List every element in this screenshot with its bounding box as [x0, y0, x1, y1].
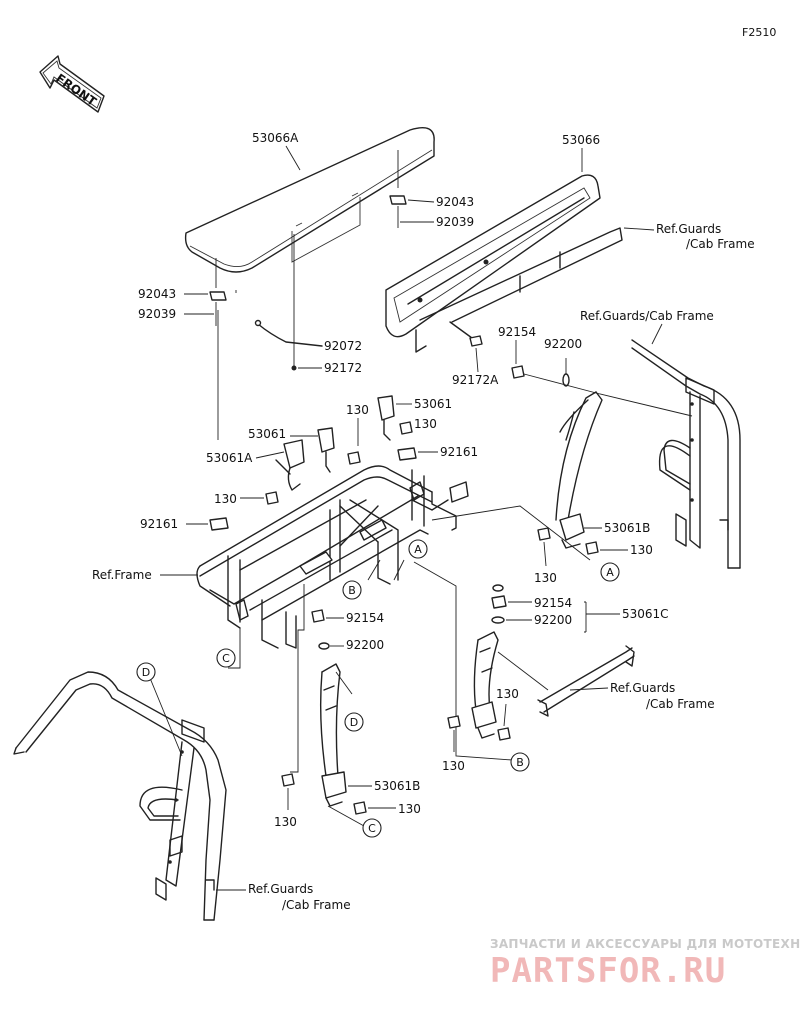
svg-text:D: D: [350, 716, 358, 729]
label-ref-guards-4a: Ref.Guards: [248, 882, 313, 896]
label-53061a: 53061A: [206, 451, 253, 465]
bench-backrest-53066: [385, 174, 623, 353]
bolt-130-left-1: [281, 773, 295, 787]
bolt-92043-right: [389, 150, 407, 228]
label-53066a: 53066A: [252, 131, 299, 145]
label-92172a: 92172A: [452, 373, 499, 387]
figure-code: F2510: [742, 26, 776, 39]
bolt-130-right-1: [537, 527, 551, 541]
ref-frame-seat-base: [196, 465, 469, 649]
callout-d-left: D: [136, 662, 156, 682]
label-92154-mid: 92154: [346, 611, 384, 625]
bolt-130-right-2: [585, 541, 599, 555]
seat-belt-53061c: [471, 631, 499, 739]
bolt-130-left: [265, 491, 279, 505]
label-ref-guards-3b: /Cab Frame: [646, 697, 715, 711]
label-ref-guards-2: Ref.Guards/Cab Frame: [580, 309, 714, 323]
grommet-92161-left: [209, 310, 229, 531]
callout-c-lower: C: [362, 818, 382, 838]
label-130-c2: 130: [442, 759, 465, 773]
label-53061c: 53061C: [622, 607, 669, 621]
bench-cushion-53066a: [184, 127, 435, 293]
buckle-53061: [317, 427, 361, 473]
washer-92200-c: [491, 616, 505, 624]
label-92039-left: 92039: [138, 307, 176, 321]
washer-92200-mid: [318, 642, 330, 650]
label-92043-right: 92043: [436, 195, 474, 209]
nut-92154-c: [491, 584, 507, 609]
cable-92072: [254, 234, 323, 371]
label-92154-top: 92154: [498, 325, 536, 339]
label-ref-guards-4b: /Cab Frame: [282, 898, 351, 912]
label-ref-guards-1b: /Cab Frame: [686, 237, 755, 251]
nut-92154-mid: [311, 609, 325, 623]
seat-belt-retractor-53061b-right: [555, 391, 603, 549]
bolt-130-c1: [497, 727, 511, 741]
svg-text:A: A: [414, 543, 422, 556]
svg-text:A: A: [606, 566, 614, 579]
callout-a-upper: A: [408, 539, 428, 559]
grommet-92161-right: [397, 447, 417, 461]
label-92043-left: 92043: [138, 287, 176, 301]
callout-b-lower: B: [510, 752, 530, 772]
label-130-c1: 130: [496, 687, 519, 701]
buckle-53061-top: [377, 395, 395, 441]
label-92200-mid: 92200: [346, 638, 384, 652]
label-92072: 92072: [324, 339, 362, 353]
label-ref-frame: Ref.Frame: [92, 568, 152, 582]
label-ref-guards-1a: Ref.Guards: [656, 222, 721, 236]
svg-text:C: C: [368, 822, 376, 835]
label-130-right-2: 130: [630, 543, 653, 557]
callout-b-upper: B: [342, 580, 362, 600]
callout-d-mid: D: [344, 712, 364, 732]
bolt-130-left-2: [353, 801, 367, 815]
label-92172: 92172: [324, 361, 362, 375]
bolt-92043-left: [209, 258, 227, 326]
svg-text:B: B: [348, 584, 356, 597]
label-92161-left: 92161: [140, 517, 178, 531]
ref-guards-cab-frame-left: [13, 671, 227, 921]
label-ref-guards-3a: Ref.Guards: [610, 681, 675, 695]
label-53061b-left: 53061B: [374, 779, 420, 793]
svg-text:C: C: [222, 652, 230, 665]
svg-text:D: D: [142, 666, 150, 679]
buckle-53061a: [275, 439, 305, 491]
label-130-left: 130: [214, 492, 237, 506]
label-53066: 53066: [562, 133, 600, 147]
label-92200-c: 92200: [534, 613, 572, 627]
label-53061-top: 53061: [414, 397, 452, 411]
label-130-top: 130: [414, 417, 437, 431]
ref-guards-cab-frame-bar: [497, 645, 635, 717]
callout-a-right: A: [600, 562, 620, 582]
ref-guards-cab-frame-right: [631, 339, 741, 569]
label-130-mid: 130: [346, 403, 369, 417]
label-130-right-1: 130: [534, 571, 557, 585]
label-92161-right: 92161: [440, 445, 478, 459]
label-92200-top: 92200: [544, 337, 582, 351]
watermark-logo: PARTSFOR.RU: [490, 951, 726, 991]
label-92039-right: 92039: [436, 215, 474, 229]
bolt-130-c2: [447, 715, 461, 729]
label-53061b-right: 53061B: [604, 521, 650, 535]
washer-92200-top: [523, 358, 693, 417]
seat-belt-retractor-53061b-left: [319, 663, 353, 807]
callout-c-left: C: [216, 648, 236, 668]
label-130-left-1: 130: [274, 815, 297, 829]
bolt-130-top: [399, 421, 413, 435]
watermark-line1: ЗАПЧАСТИ И АКСЕССУАРЫ ДЛЯ МОТОТЕХНИКИ: [490, 937, 800, 951]
nut-92154-top: [511, 340, 525, 379]
label-53061: 53061: [248, 427, 286, 441]
label-130-left-2: 130: [398, 802, 421, 816]
front-direction-marker: FRONT: [39, 55, 105, 113]
label-92154-c: 92154: [534, 596, 572, 610]
svg-text:B: B: [516, 756, 524, 769]
